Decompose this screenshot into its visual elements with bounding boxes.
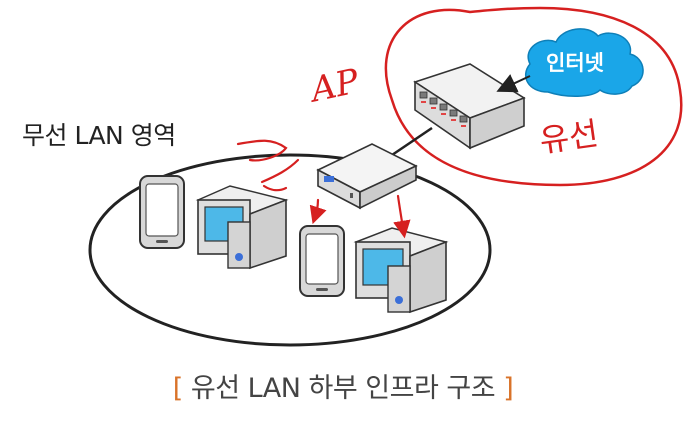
- desktop-computer-1: [195, 185, 289, 270]
- internet-cloud-icon: 인터넷: [525, 28, 644, 97]
- switch-ap-cable: [391, 126, 433, 157]
- wired-note: 유선: [537, 114, 601, 160]
- caption-text: 유선 LAN 하부 인프라 구조: [190, 373, 496, 404]
- ap-note: AP: [305, 61, 364, 111]
- desktop-computer-2: [353, 227, 449, 314]
- caption-close-bracket: ]: [503, 373, 514, 404]
- smartphone-2: [299, 225, 345, 297]
- caption-open-bracket: [: [172, 373, 184, 404]
- wired-area-annotation: [384, 6, 683, 187]
- smartphone-1: [139, 175, 185, 249]
- access-point: [316, 143, 418, 210]
- diagram-caption: [ 유선 LAN 하부 인프라 구조 ]: [0, 366, 686, 405]
- wireless-lan-area: [88, 153, 492, 347]
- network-switch: [413, 63, 526, 150]
- internet-label: 인터넷: [546, 51, 604, 75]
- handwritten-annotations: [236, 139, 411, 239]
- wireless-lan-label: 무선 LAN 영역: [22, 121, 176, 150]
- internet-switch-arrow: [496, 74, 531, 93]
